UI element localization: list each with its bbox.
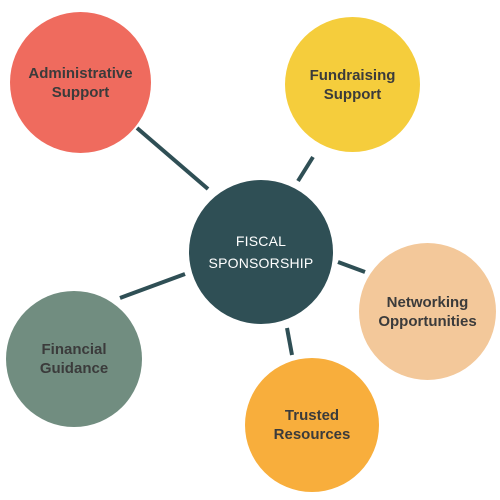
node-label-line-2: Support bbox=[323, 85, 382, 103]
center-label-line-2: SPONSORSHIP bbox=[208, 255, 314, 271]
node-fundraising-support: Fundraising Support bbox=[285, 17, 420, 152]
node-administrative-support: Administrative Support bbox=[10, 12, 151, 153]
connector-financial-guidance bbox=[119, 272, 186, 300]
node-label-line-1: Networking bbox=[386, 293, 469, 311]
node-label-line-1: Fundraising bbox=[309, 66, 396, 84]
node-label-line-2: Support bbox=[51, 83, 110, 101]
node-fiscal-sponsorship-center: FISCAL SPONSORSHIP bbox=[189, 180, 333, 324]
node-networking-opportunities: Networking Opportunities bbox=[359, 243, 496, 380]
node-label-line-1: Financial bbox=[41, 341, 107, 358]
node-label-line-2: Opportunities bbox=[378, 312, 477, 330]
node-label-line-2: Guidance bbox=[39, 360, 109, 377]
connector-networking-opportunities bbox=[337, 260, 366, 274]
node-label-line-2: Resources bbox=[273, 426, 351, 443]
connector-administrative-support bbox=[135, 126, 210, 191]
connector-trusted-resources bbox=[285, 327, 294, 356]
node-trusted-resources: Trusted Resources bbox=[245, 358, 379, 492]
center-label-line-1: FISCAL bbox=[235, 233, 287, 249]
node-label-line-1: Administrative bbox=[28, 64, 133, 82]
node-label-line-1: Trusted bbox=[284, 407, 340, 424]
node-financial-guidance: Financial Guidance bbox=[6, 291, 142, 427]
connector-fundraising-support bbox=[296, 155, 315, 183]
